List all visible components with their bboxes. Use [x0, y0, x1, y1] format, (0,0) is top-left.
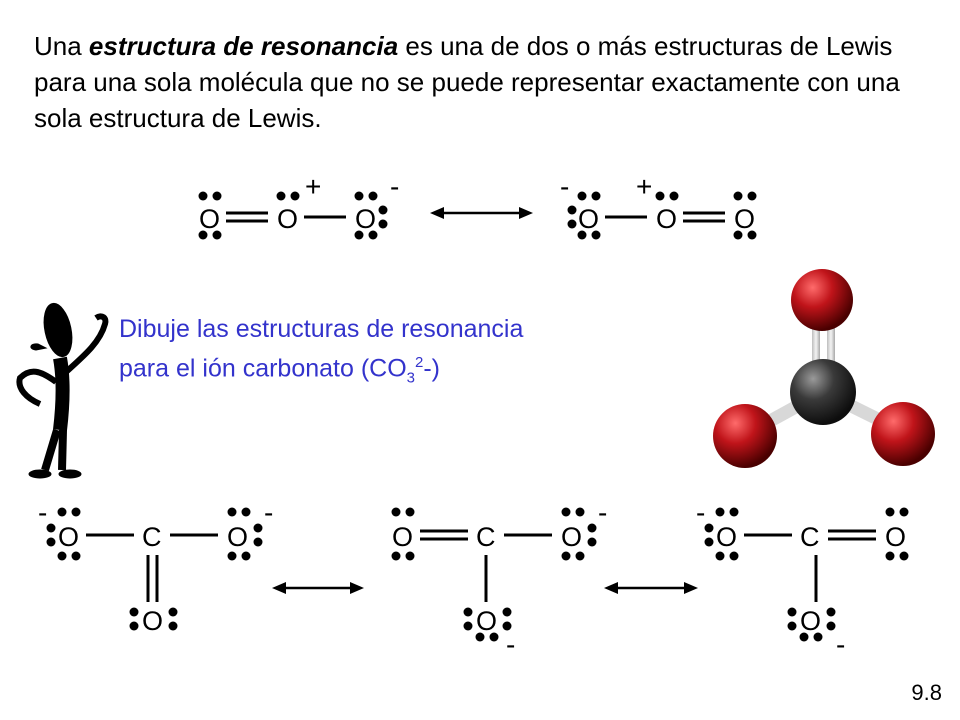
ozone1-charge-plus: + — [305, 171, 321, 202]
carb3-lone-pairs — [704, 507, 909, 642]
prompt-subscript: 3 — [406, 369, 416, 387]
ozone1-bonds — [226, 211, 346, 223]
carb1-atom-o-bottom: O — [142, 606, 163, 636]
carb3-atom-c: C — [800, 522, 820, 552]
carb2-charge-right: - — [598, 497, 607, 528]
intro-rest: es una de dos o más estructuras de Lewis… — [34, 31, 900, 133]
model-oxygen-left — [713, 404, 777, 468]
carbonate-arrow-1 — [272, 582, 364, 594]
intro-text: Una estructura de resonancia es una de d… — [34, 28, 934, 136]
carb1-charge-right: - — [264, 497, 273, 528]
intro-prefix: Una — [34, 31, 89, 61]
carbonate-prompt: Dibuje las estructuras de resonancia par… — [119, 312, 679, 395]
ozone1-lone-pairs — [198, 191, 388, 240]
carb3-atom-o-left: O — [716, 522, 737, 552]
model-carbon-center — [790, 359, 856, 425]
prompt-superscript: 2 — [415, 354, 424, 371]
carb1-atom-c: C — [142, 522, 162, 552]
carb3-charge-left: - — [696, 497, 705, 528]
ozone2-atom-o3: O — [734, 204, 755, 234]
ozone-resonance-arrow — [430, 207, 533, 219]
ozone1-atom-o3: O — [355, 204, 376, 234]
carb1-atom-o-right: O — [227, 522, 248, 552]
carbonate-arrow-2 — [604, 582, 698, 594]
model-oxygen-right — [871, 402, 935, 466]
model-oxygen-top — [791, 269, 853, 331]
prompt-line-2-prefix: para el ión carbonato (CO — [119, 354, 407, 383]
intro-term: estructura de resonancia — [88, 31, 399, 61]
ozone2-lone-pairs — [567, 191, 757, 240]
carb1-charge-left: - — [38, 497, 47, 528]
carb2-atom-c: C — [476, 522, 496, 552]
ozone2-atom-o1: O — [578, 204, 599, 234]
carb3-charge-bottom: - — [836, 629, 845, 660]
carb2-atom-o-bottom: O — [476, 606, 497, 636]
carbonate-structure-1: O C O O - - — [38, 497, 273, 636]
carbonate-structure-3: O C O O - - — [696, 497, 909, 660]
ozone2-atom-o2: O — [656, 204, 677, 234]
carb2-bonds — [420, 529, 552, 602]
prompt-line-1: Dibuje las estructuras de resonancia — [119, 315, 524, 343]
carbonate-structure-2: O C O O - - — [391, 497, 607, 660]
carb2-charge-bottom: - — [506, 629, 515, 660]
ozone-structure-2: O O O - + — [560, 171, 757, 240]
prompt-line-2-suffix: -) — [423, 354, 441, 383]
carb1-bonds — [86, 533, 218, 602]
carb3-bonds — [744, 529, 876, 602]
ozone-structure-1: O O O + - — [198, 171, 399, 240]
ozone2-charge-plus: + — [636, 171, 652, 202]
carb3-atom-o-bottom: O — [800, 606, 821, 636]
ozone1-atom-o2: O — [277, 204, 298, 234]
carb2-lone-pairs — [391, 507, 597, 642]
ozone2-charge-minus: - — [560, 171, 569, 202]
carb3-atom-o-right: O — [885, 522, 906, 552]
carb1-atom-o-left: O — [58, 522, 79, 552]
ozone1-atom-o1: O — [199, 204, 220, 234]
carb2-atom-o-right: O — [561, 522, 582, 552]
carb2-atom-o-left: O — [392, 522, 413, 552]
ozone2-bonds — [605, 211, 725, 223]
carb1-lone-pairs — [46, 507, 263, 631]
slide-number: 9.8 — [911, 680, 942, 705]
prompt-line-2: para el ión carbonato (CO32-) — [119, 346, 679, 395]
ozone1-charge-minus: - — [390, 171, 399, 202]
